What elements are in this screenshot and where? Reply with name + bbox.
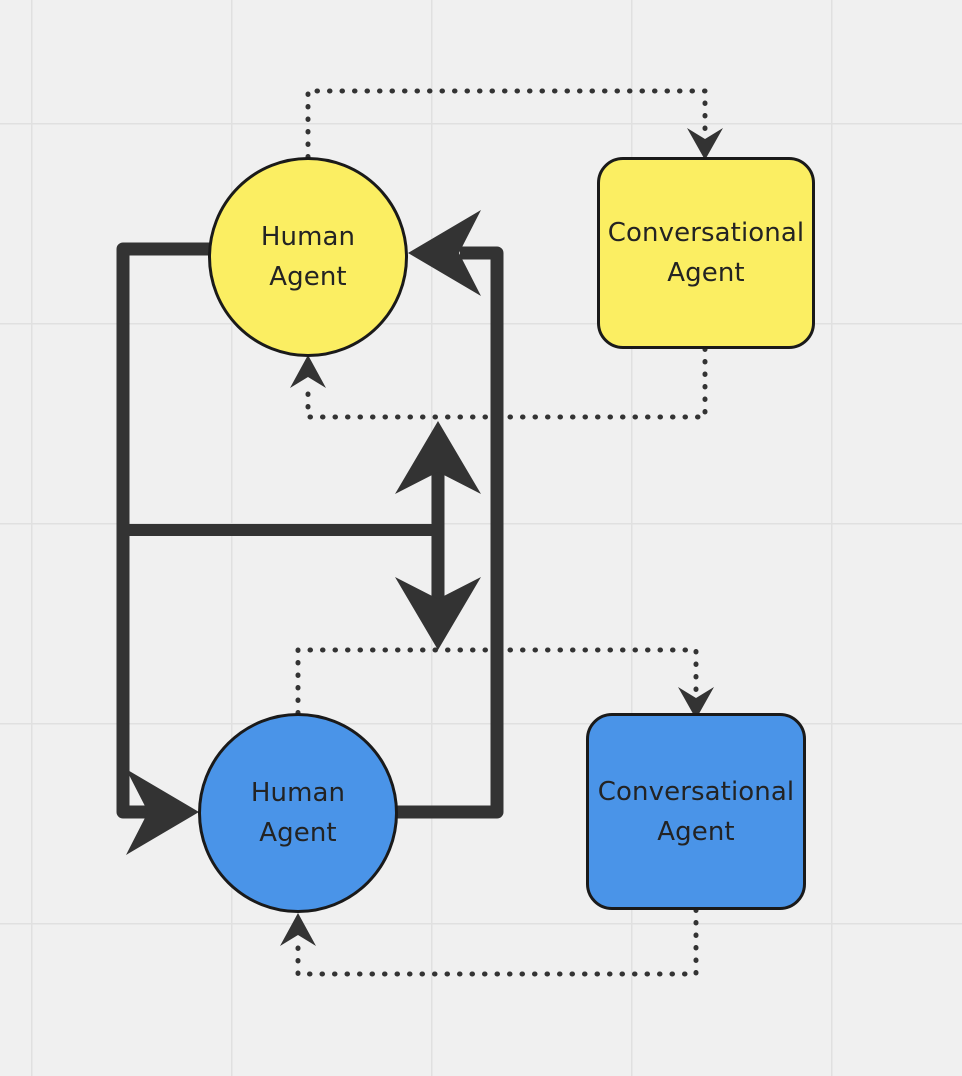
- node-conversational-agent-yellow[interactable]: Conversational Agent: [597, 157, 815, 349]
- edge-center-bidirectional: [123, 421, 481, 650]
- node-human-agent-yellow[interactable]: Human Agent: [208, 157, 408, 357]
- node-human-agent-blue[interactable]: Human Agent: [198, 713, 398, 913]
- edge-blue-conv-to-human: [280, 907, 699, 977]
- node-label-human-agent-blue: Human Agent: [250, 778, 346, 848]
- node-label-conversational-agent-blue: Conversational Agent: [597, 776, 795, 847]
- node-label-human-agent-yellow: Human Agent: [260, 222, 356, 292]
- node-label-conversational-agent-yellow: Conversational Agent: [607, 218, 805, 288]
- edge-blue-human-to-yellow-human: [397, 210, 504, 819]
- edge-yellow-conv-to-human: [290, 346, 708, 420]
- node-conversational-agent-blue[interactable]: Conversational Agent: [586, 713, 806, 910]
- edge-blue-human-to-conv: [295, 647, 714, 719]
- edge-yellow-human-to-blue-human: [116, 242, 210, 855]
- edge-yellow-human-to-conv: [305, 88, 723, 160]
